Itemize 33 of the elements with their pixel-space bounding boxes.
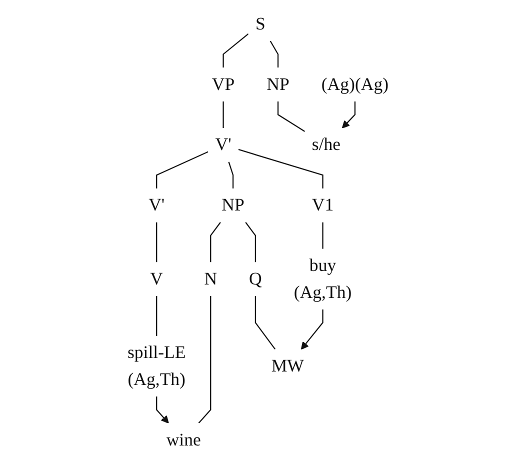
connector — [156, 222, 158, 262]
arrow — [300, 309, 324, 350]
node-text: NP — [266, 74, 290, 94]
node-text: Q — [249, 269, 262, 289]
connector — [156, 296, 158, 336]
connector — [270, 40, 279, 68]
node-text: s/he — [312, 135, 341, 155]
arrow — [342, 101, 356, 128]
connector — [228, 162, 234, 188]
node-text: V' — [215, 135, 232, 155]
node-text: V — [150, 269, 164, 289]
connector — [254, 296, 276, 350]
node-text: buy (Ag,Th) — [294, 256, 352, 302]
arrow — [156, 396, 169, 424]
connector — [222, 101, 224, 128]
connector — [222, 33, 249, 68]
node-text: S — [255, 14, 266, 34]
node-text: V1 — [312, 196, 334, 216]
connector — [245, 222, 256, 262]
node-text: NP — [222, 196, 244, 216]
connector — [277, 101, 306, 132]
node-text: MW — [271, 356, 304, 376]
node-text: wine — [166, 430, 201, 450]
connector — [238, 148, 324, 188]
connector — [198, 296, 212, 424]
node-text: V' — [148, 196, 165, 216]
connector — [156, 151, 208, 188]
node-text: VP — [212, 74, 235, 94]
node-text: N — [204, 269, 218, 289]
connector — [322, 222, 324, 249]
connector — [210, 222, 221, 262]
node-text: spill-LE (Ag,Th) — [127, 343, 186, 390]
node-text: (Ag)(Ag) — [321, 74, 389, 94]
